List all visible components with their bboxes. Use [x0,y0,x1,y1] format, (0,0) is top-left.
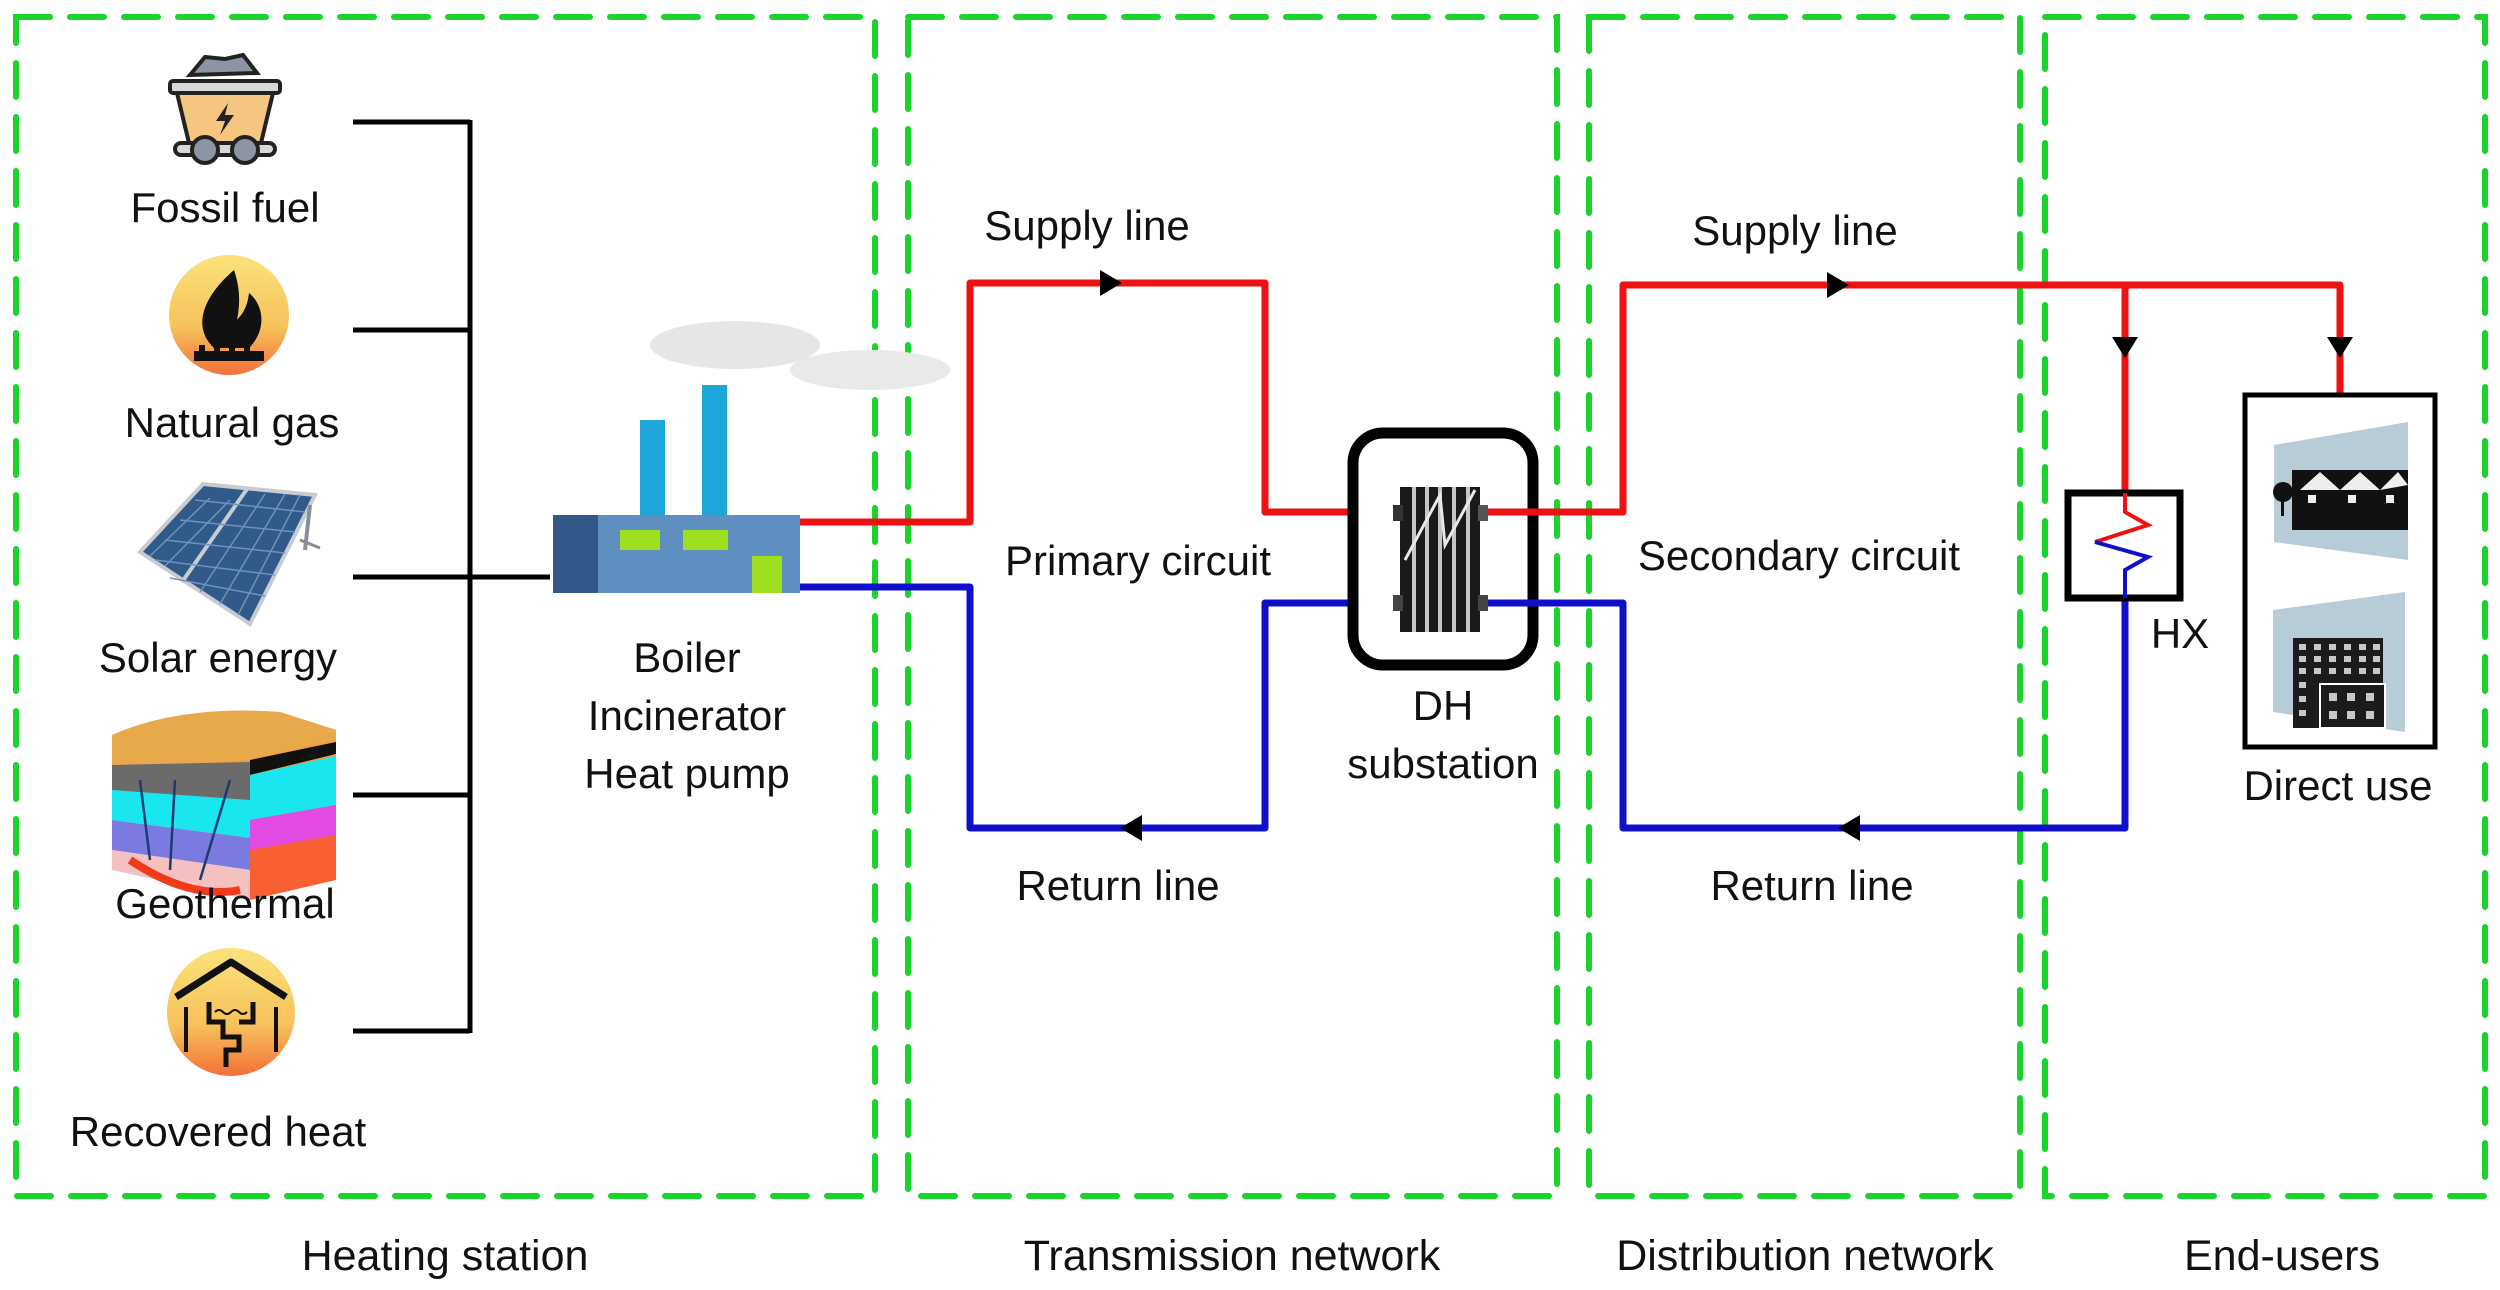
substation-label-dh: DH [1413,682,1474,729]
secondary-return-label: Return line [1710,862,1913,909]
plant-label-incinerator: Incinerator [588,692,786,739]
source-label-recovered-heat: Recovered heat [70,1108,367,1155]
zone-label-end-users: End-users [2184,1232,2380,1280]
zone-label-heating-station: Heating station [302,1232,589,1280]
recovered-heat-house-icon [167,948,295,1076]
source-label-geothermal: Geothermal [115,880,334,927]
terraced-houses-icon [2273,422,2408,560]
flow-arrow-down-icon [2112,337,2138,358]
direct-use-box [2242,392,2438,750]
hx-label: HX [2151,610,2209,657]
apartment-building-icon [2273,592,2405,732]
hx-heat-exchanger [2064,489,2184,602]
primary-return-pipe [800,583,1395,832]
geothermal-layers-icon [112,710,336,900]
source-label-fossil-fuel: Fossil fuel [130,184,319,231]
primary-supply-label: Supply line [984,202,1189,249]
flow-arrow-down-icon [2327,337,2353,358]
primary-return-label: Return line [1016,862,1219,909]
zone-heating-station-box [13,14,878,1199]
source-label-natural-gas: Natural gas [125,399,340,446]
zone-end-users-box [2042,14,2488,1199]
flow-arrow-left-icon [1838,815,1860,841]
flow-arrow-right-icon [1827,272,1849,298]
secondary-supply-pipe [1488,281,2344,516]
solar-panel-icon [136,481,321,627]
direct-use-label: Direct use [2243,762,2432,809]
source-label-solar-energy: Solar energy [99,634,337,681]
secondary-circuit-label: Secondary circuit [1638,532,1960,579]
zone-transmission-network-box [905,14,1560,1199]
plant-label-boiler: Boiler [633,634,740,681]
zone-distribution-network-box [1586,14,2023,1199]
zone-label-distribution-network: Distribution network [1616,1232,1994,1280]
flow-arrow-right-icon [1100,270,1122,296]
primary-circuit-label: Primary circuit [1005,537,1271,584]
dh-substation [1347,427,1539,671]
substation-label-substation: substation [1347,740,1538,787]
secondary-return-pipe [1488,570,2129,832]
zone-label-transmission-network: Transmission network [1024,1232,1441,1280]
coal-cart-icon [168,52,282,165]
source-bus-connector [353,119,550,1034]
plate-heat-exchanger-icon [1393,487,1488,632]
primary-supply-pipe [800,279,1395,526]
plant-label-heat-pump: Heat pump [584,750,789,797]
secondary-supply-label: Supply line [1692,207,1897,254]
gas-flame-icon [169,255,289,375]
flow-arrow-left-icon [1120,815,1142,841]
factory-icon [553,321,950,593]
